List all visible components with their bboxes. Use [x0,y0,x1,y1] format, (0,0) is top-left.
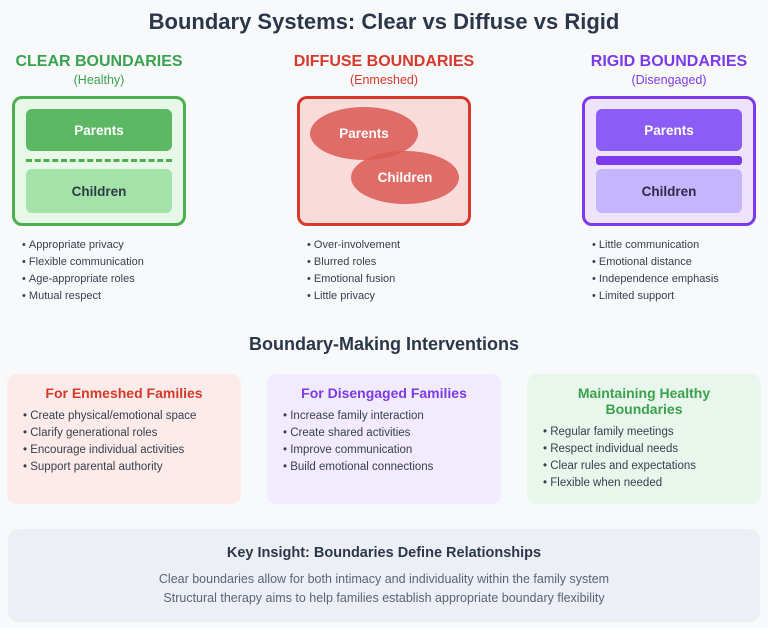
diffuse-heading: DIFFUSE BOUNDARIES [293,53,475,70]
diffuse-boundary-diagram: Parents Children [297,96,471,226]
column-rigid-boundaries: RIGID BOUNDARIES (Disengaged) Parents Ch… [574,53,764,305]
bullet-item: Improve communication [283,442,489,459]
card-title: For Enmeshed Families [45,385,203,401]
diffuse-bullet-list: Over-involvement Blurred roles Emotional… [297,237,471,305]
rigid-parents-band: Parents [596,109,742,151]
dashed-boundary-divider [26,158,172,162]
page-title: Boundary Systems: Clear vs Diffuse vs Ri… [148,9,620,34]
bullet-item: Build emotional connections [283,459,489,476]
clear-children-band: Children [26,169,172,213]
card-enmeshed-families: For Enmeshed Families Create physical/em… [7,374,241,504]
column-clear-boundaries: CLEAR BOUNDARIES (Healthy) Parents Child… [4,53,194,305]
bullet-item: Emotional fusion [307,271,471,288]
column-diffuse-boundaries: DIFFUSE BOUNDARIES (Enmeshed) Parents Ch… [281,53,487,305]
key-insight-title: Key Insight: Boundaries Define Relations… [226,545,542,561]
diffuse-subheading: (Enmeshed) [349,73,419,87]
bullet-item: Blurred roles [307,254,471,271]
boundary-columns: CLEAR BOUNDARIES (Healthy) Parents Child… [0,53,768,305]
bullet-item: Respect individual needs [543,441,749,458]
bullet-item: Mutual respect [22,288,186,305]
bullet-item: Create shared activities [283,425,489,442]
bullet-item: Emotional distance [592,254,756,271]
bullet-item: Regular family meetings [543,424,749,441]
bullet-item: Increase family interaction [283,408,489,425]
intervention-cards: For Enmeshed Families Create physical/em… [0,374,768,504]
bullet-item: Encourage individual activities [23,442,229,459]
bullet-item: Over-involvement [307,237,471,254]
rigid-boundary-diagram: Parents Children [582,96,756,226]
interventions-section-title: Boundary-Making Interventions [248,334,520,354]
rigid-bullet-list: Little communication Emotional distance … [582,237,756,305]
bullet-item: Little privacy [307,288,471,305]
bullet-item: Create physical/emotional space [23,408,229,425]
bullet-item: Independence emphasis [592,271,756,288]
bullet-item: Appropriate privacy [22,237,186,254]
rigid-children-band: Children [596,169,742,213]
clear-heading: CLEAR BOUNDARIES [15,53,183,70]
bullet-item: Age-appropriate roles [22,271,186,288]
key-insight-line: Clear boundaries allow for both intimacy… [158,572,610,586]
bullet-item: Support parental authority [23,459,229,476]
diffuse-children-ellipse: Children [351,151,459,204]
card-title: Maintaining Healthy Boundaries [577,385,711,417]
bullet-item: Clear rules and expectations [543,458,749,475]
bullet-item: Little communication [592,237,756,254]
bullet-item: Flexible when needed [543,475,749,492]
card-bullet-list: Create physical/emotional space Clarify … [19,408,229,476]
card-bullet-list: Increase family interaction Create share… [279,408,489,476]
diffuse-parents-ellipse: Parents [310,107,418,160]
solid-boundary-divider [596,155,742,165]
card-healthy-boundaries: Maintaining Healthy Boundaries Regular f… [527,374,761,504]
clear-boundary-diagram: Parents Children [12,96,186,226]
bullet-item: Limited support [592,288,756,305]
clear-parents-band: Parents [26,109,172,151]
bullet-item: Clarify generational roles [23,425,229,442]
key-insight-line: Structural therapy aims to help families… [163,590,605,605]
card-disengaged-families: For Disengaged Families Increase family … [267,374,501,504]
clear-subheading: (Healthy) [73,73,125,87]
card-title: For Disengaged Families [301,385,467,401]
rigid-subheading: (Disengaged) [631,73,707,87]
rigid-heading: RIGID BOUNDARIES [590,53,748,70]
card-bullet-list: Regular family meetings Respect individu… [539,424,749,492]
bullet-item: Flexible communication [22,254,186,271]
clear-bullet-list: Appropriate privacy Flexible communicati… [12,237,186,305]
key-insight-box: Key Insight: Boundaries Define Relations… [8,529,760,622]
